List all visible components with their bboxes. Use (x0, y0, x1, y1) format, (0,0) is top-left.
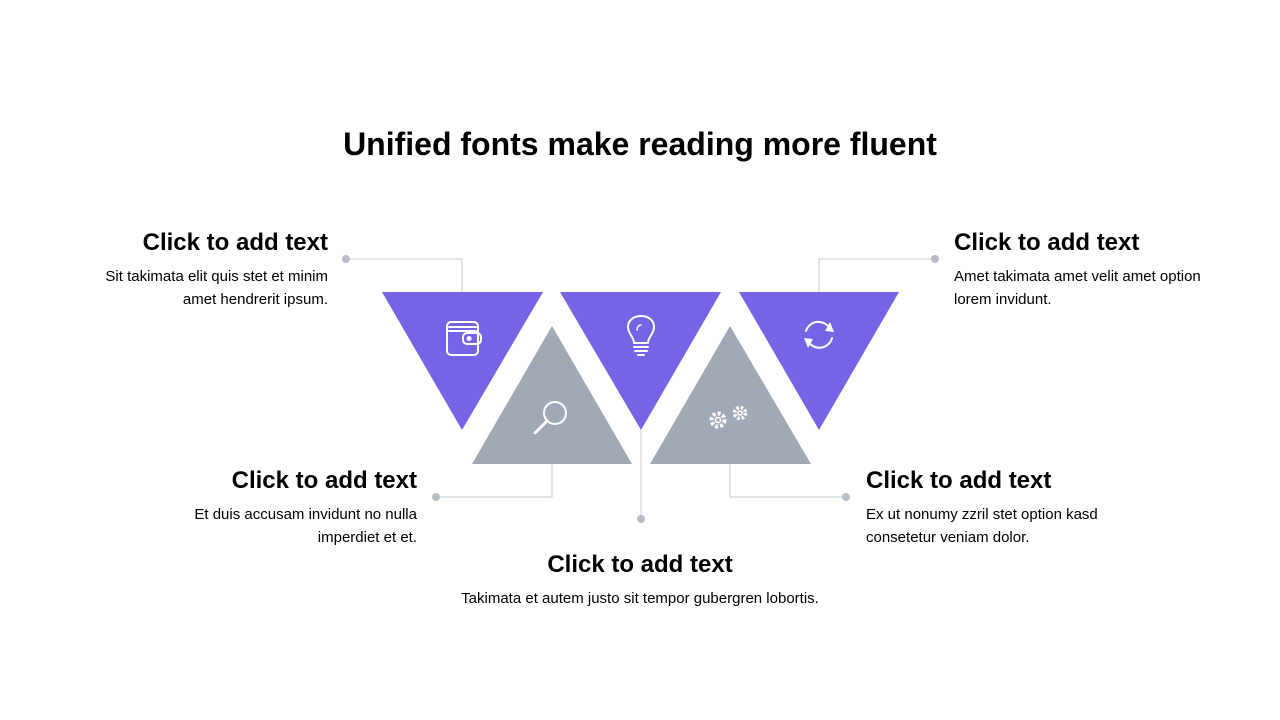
text-block-2-description[interactable]: Et duis accusam invidunt no nulla imperd… (194, 506, 417, 546)
connector-bottom-right (729, 464, 846, 498)
connector-top-right (818, 258, 935, 292)
text-block-2: Click to add text Et duis accusam invidu… (160, 467, 417, 549)
wallet-icon (446, 321, 482, 356)
triangle-1-down (382, 292, 543, 430)
text-block-4: Click to add text Ex ut nonumy zzril ste… (866, 467, 1126, 549)
triangle-3-down (560, 292, 721, 430)
connector-top-left (346, 258, 463, 292)
connector-dots (342, 255, 939, 523)
refresh-icon (804, 320, 834, 349)
text-block-1-description[interactable]: Sit takimata elit quis stet et minim ame… (105, 268, 328, 308)
connector-dot-top-left (342, 255, 350, 263)
connector-bottom-left (436, 464, 553, 498)
slide-title: Unified fonts make reading more fluent (343, 126, 937, 162)
triangle-2-up (472, 326, 632, 464)
connectors (346, 258, 935, 519)
triangle-4-up (650, 326, 811, 464)
text-block-3: Click to add text Takimata et autem just… (420, 551, 860, 610)
text-block-4-heading[interactable]: Click to add text (866, 467, 1052, 494)
text-block-1: Click to add text Sit takimata elit quis… (100, 229, 328, 311)
connector-dot-bottom-right (842, 493, 850, 501)
text-block-3-heading[interactable]: Click to add text (547, 551, 733, 578)
search-icon (533, 401, 567, 435)
text-block-5-description[interactable]: Amet takimata amet velit amet option lor… (954, 268, 1201, 308)
triangle-5-down (739, 292, 899, 430)
text-block-4-description[interactable]: Ex ut nonumy zzril stet option kasd cons… (866, 506, 1098, 546)
text-block-1-heading[interactable]: Click to add text (142, 229, 328, 256)
connector-dot-bottom-left (432, 493, 440, 501)
text-block-5-heading[interactable]: Click to add text (954, 229, 1140, 256)
text-block-5: Click to add text Amet takimata amet vel… (954, 229, 1214, 311)
connector-dot-top-right (931, 255, 939, 263)
gears-icon (709, 405, 748, 429)
text-block-2-heading[interactable]: Click to add text (231, 467, 417, 494)
lightbulb-icon (627, 315, 655, 356)
text-block-3-description[interactable]: Takimata et autem justo sit tempor guber… (461, 590, 819, 607)
connector-dot-bottom-center (637, 515, 645, 523)
